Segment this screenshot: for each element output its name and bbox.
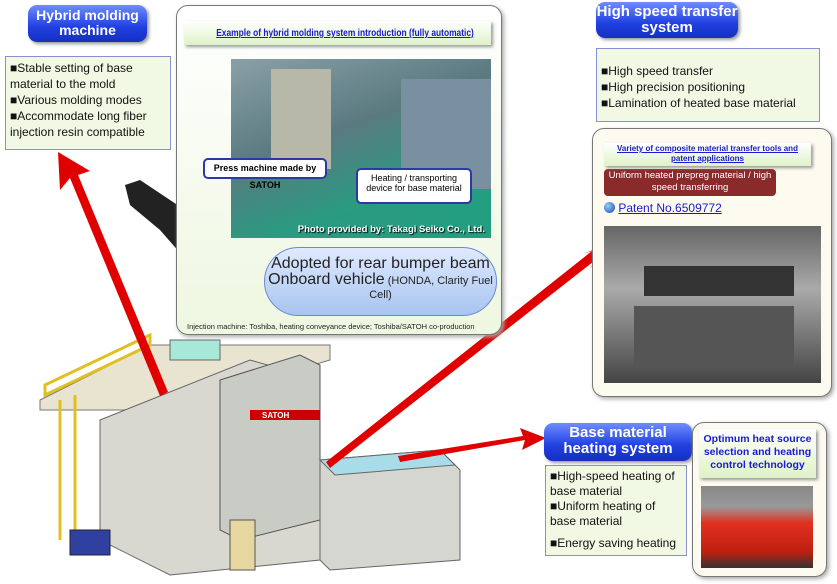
adopted-line1: Adopted for rear bumper beam [271, 255, 490, 272]
heat-source-title: Optimum heat source selection and heatin… [699, 429, 816, 478]
arrow-to-heating [398, 428, 546, 462]
heating-system-title: Base material heating system [544, 423, 692, 461]
patent-row[interactable]: Patent No.6509772 [604, 201, 722, 215]
adopted-bubble: Adopted for rear bumper beam Onboard veh… [264, 247, 497, 316]
feature-item: Stable setting of base material to the m… [10, 60, 166, 92]
press-machine-callout: Press machine made by SATOH [203, 158, 327, 190]
hybrid-molding-title: Hybrid molding machine [28, 5, 147, 42]
footnote: Injection machine: Toshiba, heating conv… [187, 322, 475, 331]
feature-item: High speed transfer [601, 63, 815, 79]
arrows [58, 152, 622, 468]
feature-item: High precision positioning [601, 79, 815, 95]
feature-item: High-speed heating of base material [550, 469, 682, 499]
hybrid-molding-machine-drawing: SATOH [39, 332, 461, 576]
photo-credit: Photo provided by: Takagi Seiko Co., Ltd… [297, 224, 485, 235]
factory-photo: Photo provided by: Takagi Seiko Co., Ltd… [231, 59, 491, 238]
example-title-link[interactable]: Example of hybrid molding system introdu… [216, 27, 474, 39]
transfer-panel: Variety of composite material transfer t… [592, 128, 832, 397]
hybrid-features-list: Stable setting of base material to the m… [5, 56, 171, 150]
bullet-sphere-icon [604, 202, 615, 213]
adopted-note: (HONDA, Clarity Fuel Cell) [369, 275, 493, 301]
adopted-line2: Onboard vehicle [268, 271, 385, 288]
feature-item: Uniform heating of base material [550, 499, 682, 529]
transfer-features-list: High speed transfer High precision posit… [596, 48, 820, 122]
example-panel: Example of hybrid molding system introdu… [176, 5, 502, 335]
example-title-bar: Example of hybrid molding system introdu… [184, 21, 491, 45]
heating-features-list: High-speed heating of base material Unif… [545, 465, 687, 556]
heater-photo [701, 486, 813, 568]
patent-link[interactable]: Patent No.6509772 [618, 201, 722, 215]
feature-item: Energy saving heating [550, 536, 682, 551]
transfer-tools-link[interactable]: Variety of composite material transfer t… [604, 143, 811, 166]
transfer-tool-photo [604, 226, 821, 383]
arrow-to-transfer [326, 238, 622, 468]
feature-item: Various molding modes [10, 92, 166, 108]
machine-brand-label: SATOH [262, 411, 289, 420]
heating-panel: Optimum heat source selection and heatin… [692, 422, 827, 577]
feature-item: Accommodate long fiber injection resin c… [10, 108, 166, 140]
transfer-system-title: High speed transfer system [596, 2, 738, 38]
heating-device-callout: Heating / transporting device for base m… [356, 168, 472, 204]
feature-item: Lamination of heated base material [601, 95, 815, 111]
arrow-to-hybrid [58, 152, 168, 396]
uniform-heated-label: Uniform heated prepreg material / high s… [604, 169, 776, 196]
